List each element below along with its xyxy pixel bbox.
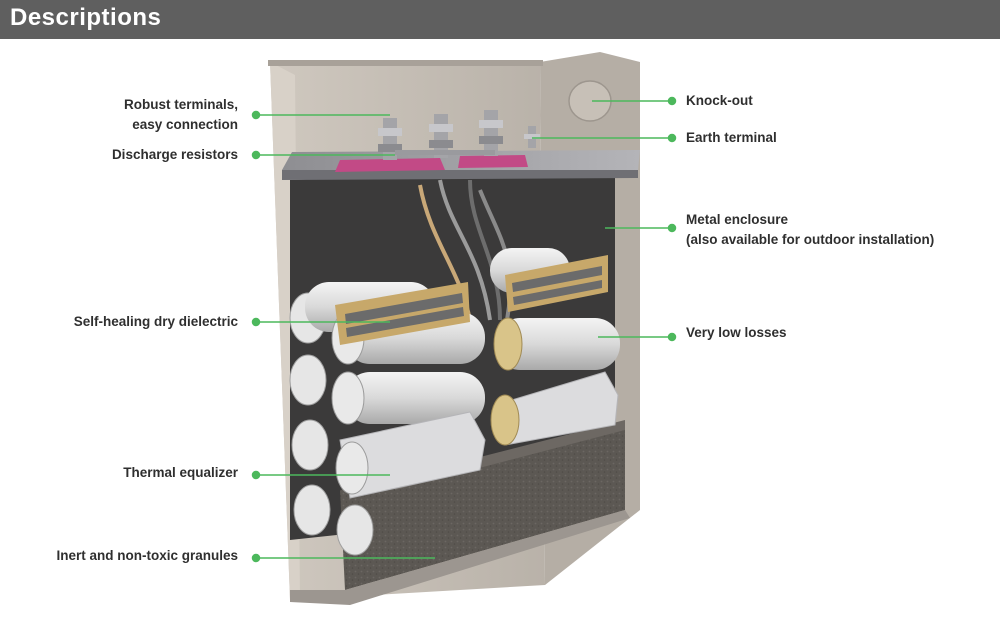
leader-lines	[251, 96, 677, 563]
callout-metal-enclosure: Metal enclosure (also available for outd…	[686, 210, 934, 250]
callout-granules: Inert and non-toxic granules	[56, 546, 238, 566]
callout-granules-text: Inert and non-toxic granules	[56, 548, 238, 563]
callout-very-low-losses: Very low losses	[686, 323, 787, 343]
earth-terminal-bolt	[524, 126, 540, 148]
callout-knock-out-text: Knock-out	[686, 93, 753, 108]
callout-thermal-equalizer: Thermal equalizer	[123, 463, 238, 483]
terminal-plate-front	[282, 170, 638, 180]
header-bar: Descriptions	[0, 0, 1000, 39]
callout-earth-terminal-text: Earth terminal	[686, 130, 777, 145]
callout-robust-terminals: Robust terminals, easy connection	[124, 95, 238, 135]
callout-knock-out: Knock-out	[686, 91, 753, 111]
dielectric-film-strips	[335, 255, 608, 345]
terminal-3	[479, 110, 503, 156]
callout-metal-enclosure-line-2: (also available for outdoor installation…	[686, 232, 935, 247]
page-title: Descriptions	[10, 4, 162, 31]
callout-thermal-equalizer-text: Thermal equalizer	[123, 465, 238, 480]
callout-very-low-losses-text: Very low losses	[686, 325, 787, 340]
enclosure-base-plate	[290, 510, 630, 605]
terminals	[378, 110, 540, 160]
callout-self-healing-dielectric: Self-healing dry dielectric	[74, 312, 238, 332]
callout-discharge-resistors: Discharge resistors	[112, 145, 238, 165]
callout-robust-terminals-line-1: Robust terminals,	[123, 97, 238, 112]
granule-fill	[340, 425, 625, 590]
terminal-2	[429, 114, 453, 158]
callout-metal-enclosure-line-1: Metal enclosure	[686, 212, 789, 227]
busbar	[395, 150, 495, 155]
discharge-resistor-pad	[335, 158, 445, 172]
terminal-1	[378, 118, 402, 160]
discharge-resistor-pad-2	[458, 155, 528, 168]
callout-discharge-resistors-text: Discharge resistors	[111, 147, 238, 162]
callout-robust-terminals-line-2: easy connection	[132, 117, 238, 132]
enclosure-rim	[268, 60, 543, 66]
callout-earth-terminal: Earth terminal	[686, 128, 777, 148]
callout-self-healing-text: Self-healing dry dielectric	[73, 314, 238, 329]
